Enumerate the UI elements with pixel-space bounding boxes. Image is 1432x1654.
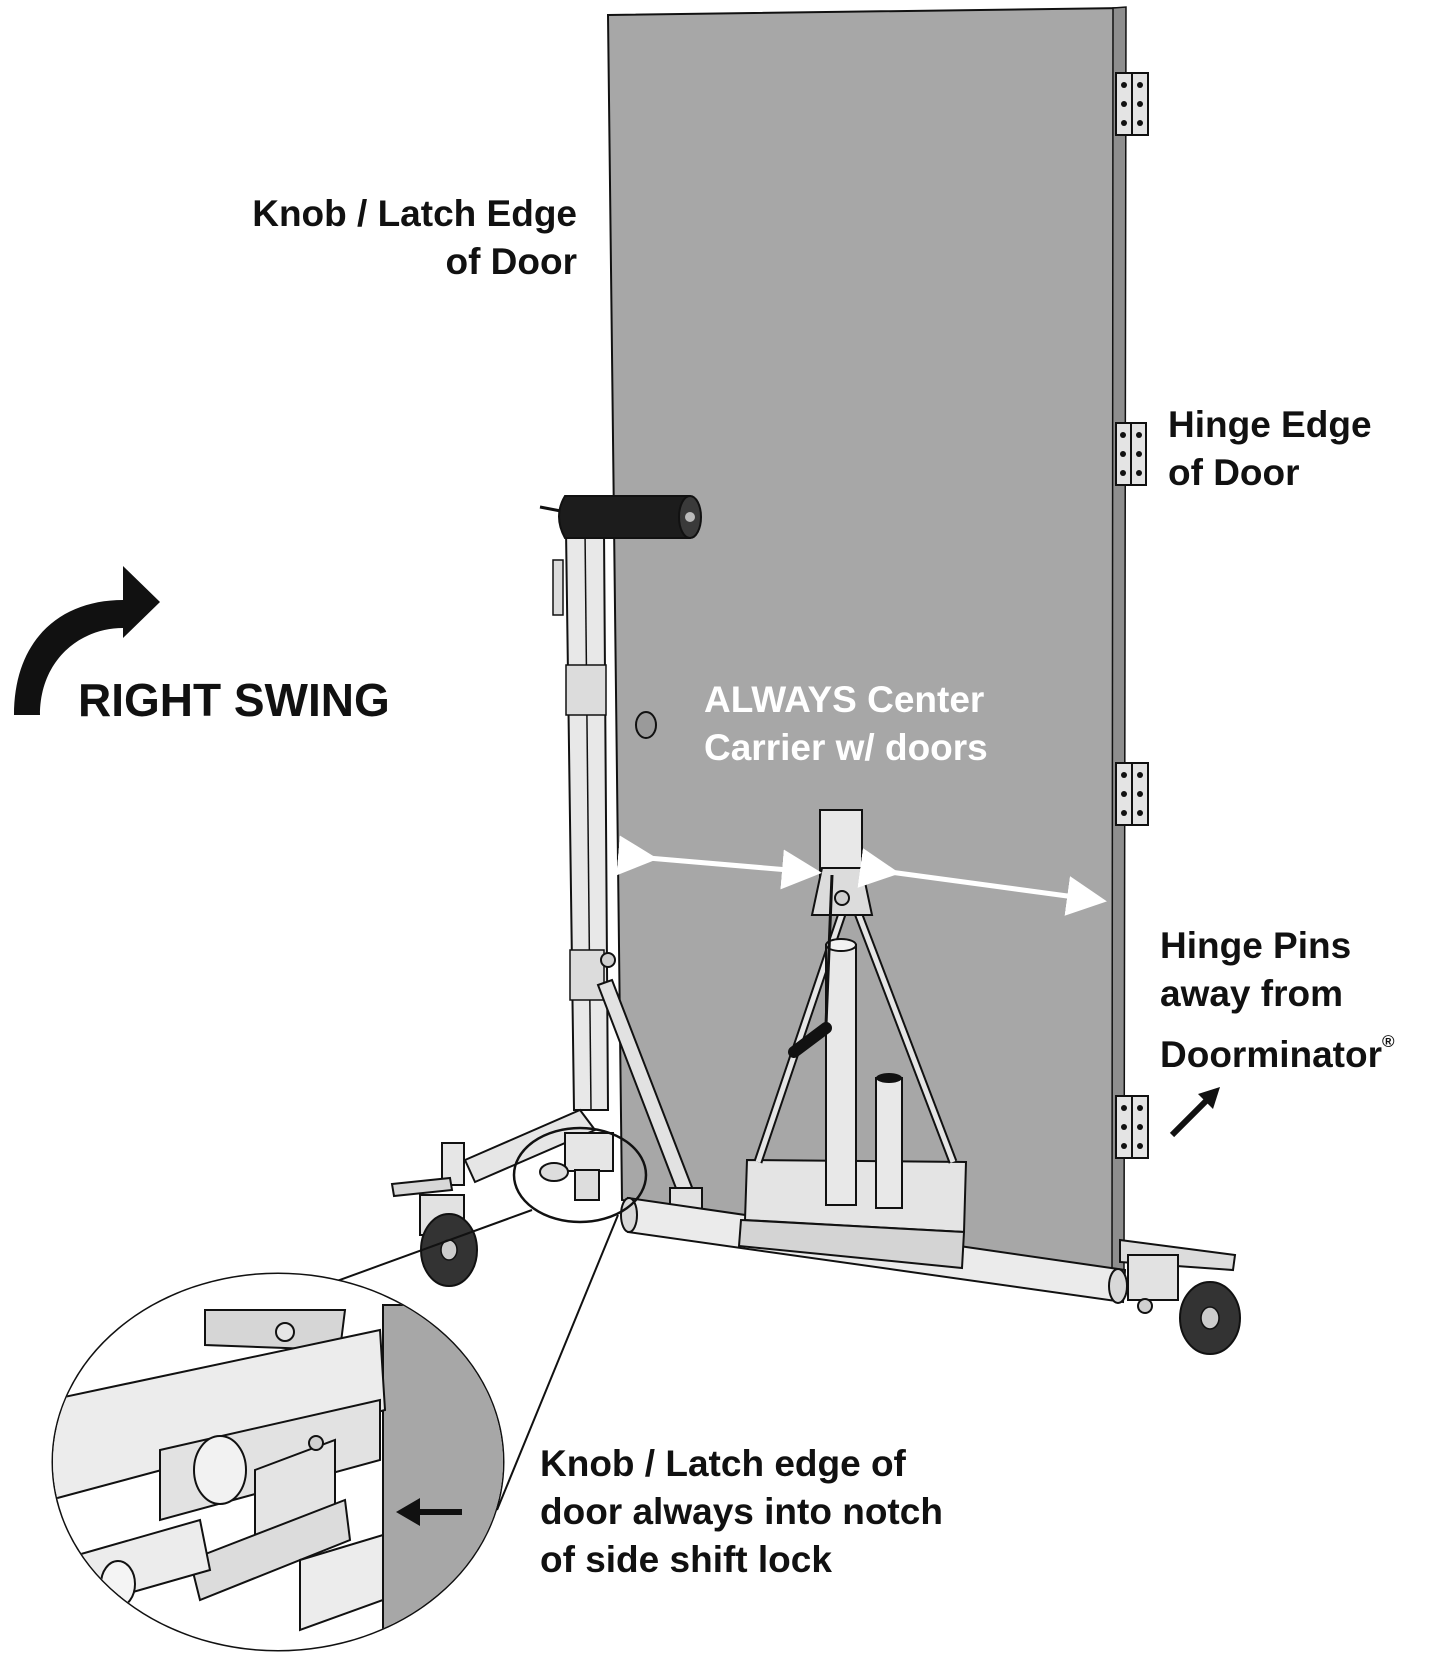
hinge-4 <box>1115 1095 1149 1159</box>
diagonal-arrow-icon <box>1169 1087 1220 1138</box>
upright-mast <box>539 505 616 1111</box>
center-arrow-right <box>857 848 1107 916</box>
zoom-leader-right <box>496 1214 619 1511</box>
center-carrier <box>737 809 968 1270</box>
knob-latch-edge-label: Knob / Latch Edge of Door <box>252 193 577 282</box>
detail-circle-small <box>512 1126 648 1224</box>
hinge-1 <box>1115 72 1149 136</box>
left-arrow-icon <box>396 1498 462 1526</box>
door <box>606 6 1127 1273</box>
curved-arrow-icon <box>14 566 160 715</box>
hinge-3 <box>1115 762 1149 826</box>
center-arrow-left <box>616 835 822 890</box>
hinge-edge-label: Hinge Edge of Door <box>1168 404 1372 493</box>
center-carrier-label: ALWAYS Center Carrier w/ doors <box>704 679 988 768</box>
zoom-detail <box>51 1272 505 1652</box>
center-arrows <box>616 835 1107 916</box>
left-caster <box>419 1194 478 1287</box>
hinge-2 <box>1115 422 1147 486</box>
side-shift-lock <box>539 1132 614 1201</box>
right-caster <box>1119 1238 1241 1355</box>
registered-mark: ® <box>1382 1032 1395 1051</box>
hinges <box>1115 72 1149 1159</box>
notch-note-label: Knob / Latch edge of door always into no… <box>540 1443 943 1580</box>
right-swing-label: RIGHT SWING <box>78 674 390 726</box>
hinge-pins-label: Hinge Pins away from Doorminator® <box>1160 925 1395 1075</box>
top-roller <box>558 495 702 539</box>
knob-hole <box>635 711 657 739</box>
